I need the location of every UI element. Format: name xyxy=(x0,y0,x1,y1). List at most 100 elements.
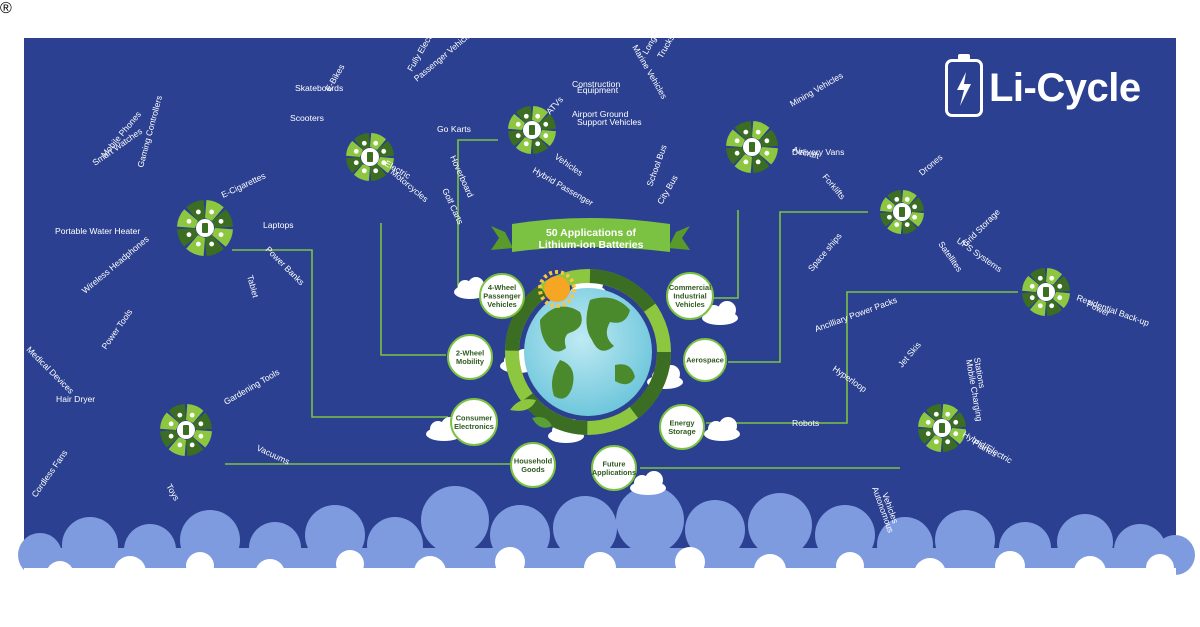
application-icon xyxy=(1057,295,1063,301)
application-icon xyxy=(894,222,900,228)
application-label: Equipment xyxy=(577,85,619,95)
application-icon xyxy=(764,138,770,144)
application-icon xyxy=(886,214,892,220)
petal xyxy=(193,412,212,430)
category-label: Goods xyxy=(521,465,544,474)
application-icon xyxy=(912,214,918,220)
battery-icon xyxy=(183,425,189,435)
petal xyxy=(193,430,212,448)
petal xyxy=(759,147,778,165)
petal xyxy=(186,437,204,456)
petal xyxy=(508,113,525,130)
application-icon xyxy=(523,141,529,147)
application-icon xyxy=(198,421,204,427)
petal xyxy=(168,437,186,456)
petal xyxy=(212,209,233,228)
application-icon xyxy=(1057,283,1063,289)
battery-icon xyxy=(899,207,905,217)
application-label: Gardening Tools xyxy=(222,367,281,407)
cloud-band-highlights xyxy=(46,547,1174,590)
leaf-icon xyxy=(510,399,552,428)
battery-icon xyxy=(202,223,208,233)
petal xyxy=(752,121,770,140)
application-icon xyxy=(218,232,224,238)
application-icon xyxy=(189,442,195,448)
application-icon xyxy=(373,168,379,174)
battery-icon xyxy=(367,152,373,162)
application-icon xyxy=(523,113,529,119)
petal xyxy=(539,130,556,147)
petal xyxy=(1022,292,1039,309)
petal xyxy=(160,430,179,448)
category-label: Household xyxy=(514,456,553,465)
application-icon xyxy=(945,439,951,445)
application-label: Construction xyxy=(572,79,620,89)
application-icon xyxy=(381,160,387,166)
category-label: Electronics xyxy=(454,422,494,431)
battery-icon xyxy=(749,142,755,152)
application-label: Residential Back-up xyxy=(1075,292,1150,328)
application-icon xyxy=(515,121,521,127)
application-label: Tablet xyxy=(245,274,261,299)
category-label: Commercial xyxy=(669,283,711,292)
application-label: Airport Ground xyxy=(572,109,629,119)
application-icon xyxy=(1037,275,1043,281)
petal xyxy=(353,164,370,181)
application-label: Jet Skis xyxy=(896,340,923,369)
petal xyxy=(160,412,179,430)
application-label: Hair Straightener xyxy=(0,407,26,444)
application-label: Go Karts xyxy=(437,124,471,134)
category-aerospace: Aerospace xyxy=(683,338,727,382)
petal xyxy=(168,404,186,423)
application-label: ATVs xyxy=(544,95,565,117)
petal xyxy=(918,428,935,445)
category-bubble xyxy=(666,272,714,320)
category-bubble xyxy=(510,442,556,488)
application-icon xyxy=(543,121,549,127)
application-label: Forklifts xyxy=(820,172,847,201)
petal xyxy=(726,129,745,147)
petal xyxy=(186,235,205,256)
petal xyxy=(1053,292,1070,309)
li-cycle-logo: Li-Cycle xyxy=(945,54,1141,121)
petal xyxy=(1029,299,1046,316)
battery-icon xyxy=(1043,287,1049,297)
application-icon xyxy=(177,412,183,418)
application-icon xyxy=(734,150,740,156)
category-label: Vehicles xyxy=(487,300,517,309)
application-icon xyxy=(535,113,541,119)
application-icon xyxy=(1029,283,1035,289)
petal xyxy=(1022,275,1039,292)
application-label: Vacuums xyxy=(255,443,291,467)
application-icon xyxy=(361,140,367,146)
application-label: Medical Devices xyxy=(25,344,76,395)
application-icon xyxy=(1037,303,1043,309)
petal xyxy=(177,228,198,247)
application-icon xyxy=(373,140,379,146)
application-icon xyxy=(168,433,174,439)
category-label: Applications xyxy=(592,468,636,477)
application-icon xyxy=(886,204,892,210)
application-label: Scooters xyxy=(290,113,324,123)
petal xyxy=(212,228,233,247)
petal xyxy=(942,435,959,452)
petal xyxy=(515,137,532,154)
application-icon xyxy=(743,159,749,165)
application-icon xyxy=(925,431,931,437)
petal xyxy=(1053,275,1070,292)
category-bubble xyxy=(479,273,525,319)
application-label: Mining Vehicles xyxy=(788,70,845,109)
application-icon xyxy=(353,160,359,166)
application-label: Space ships xyxy=(806,231,844,273)
application-label: Wireless Headphones xyxy=(80,234,151,296)
application-icon xyxy=(209,241,215,247)
application-icon xyxy=(177,442,183,448)
application-icon xyxy=(764,150,770,156)
